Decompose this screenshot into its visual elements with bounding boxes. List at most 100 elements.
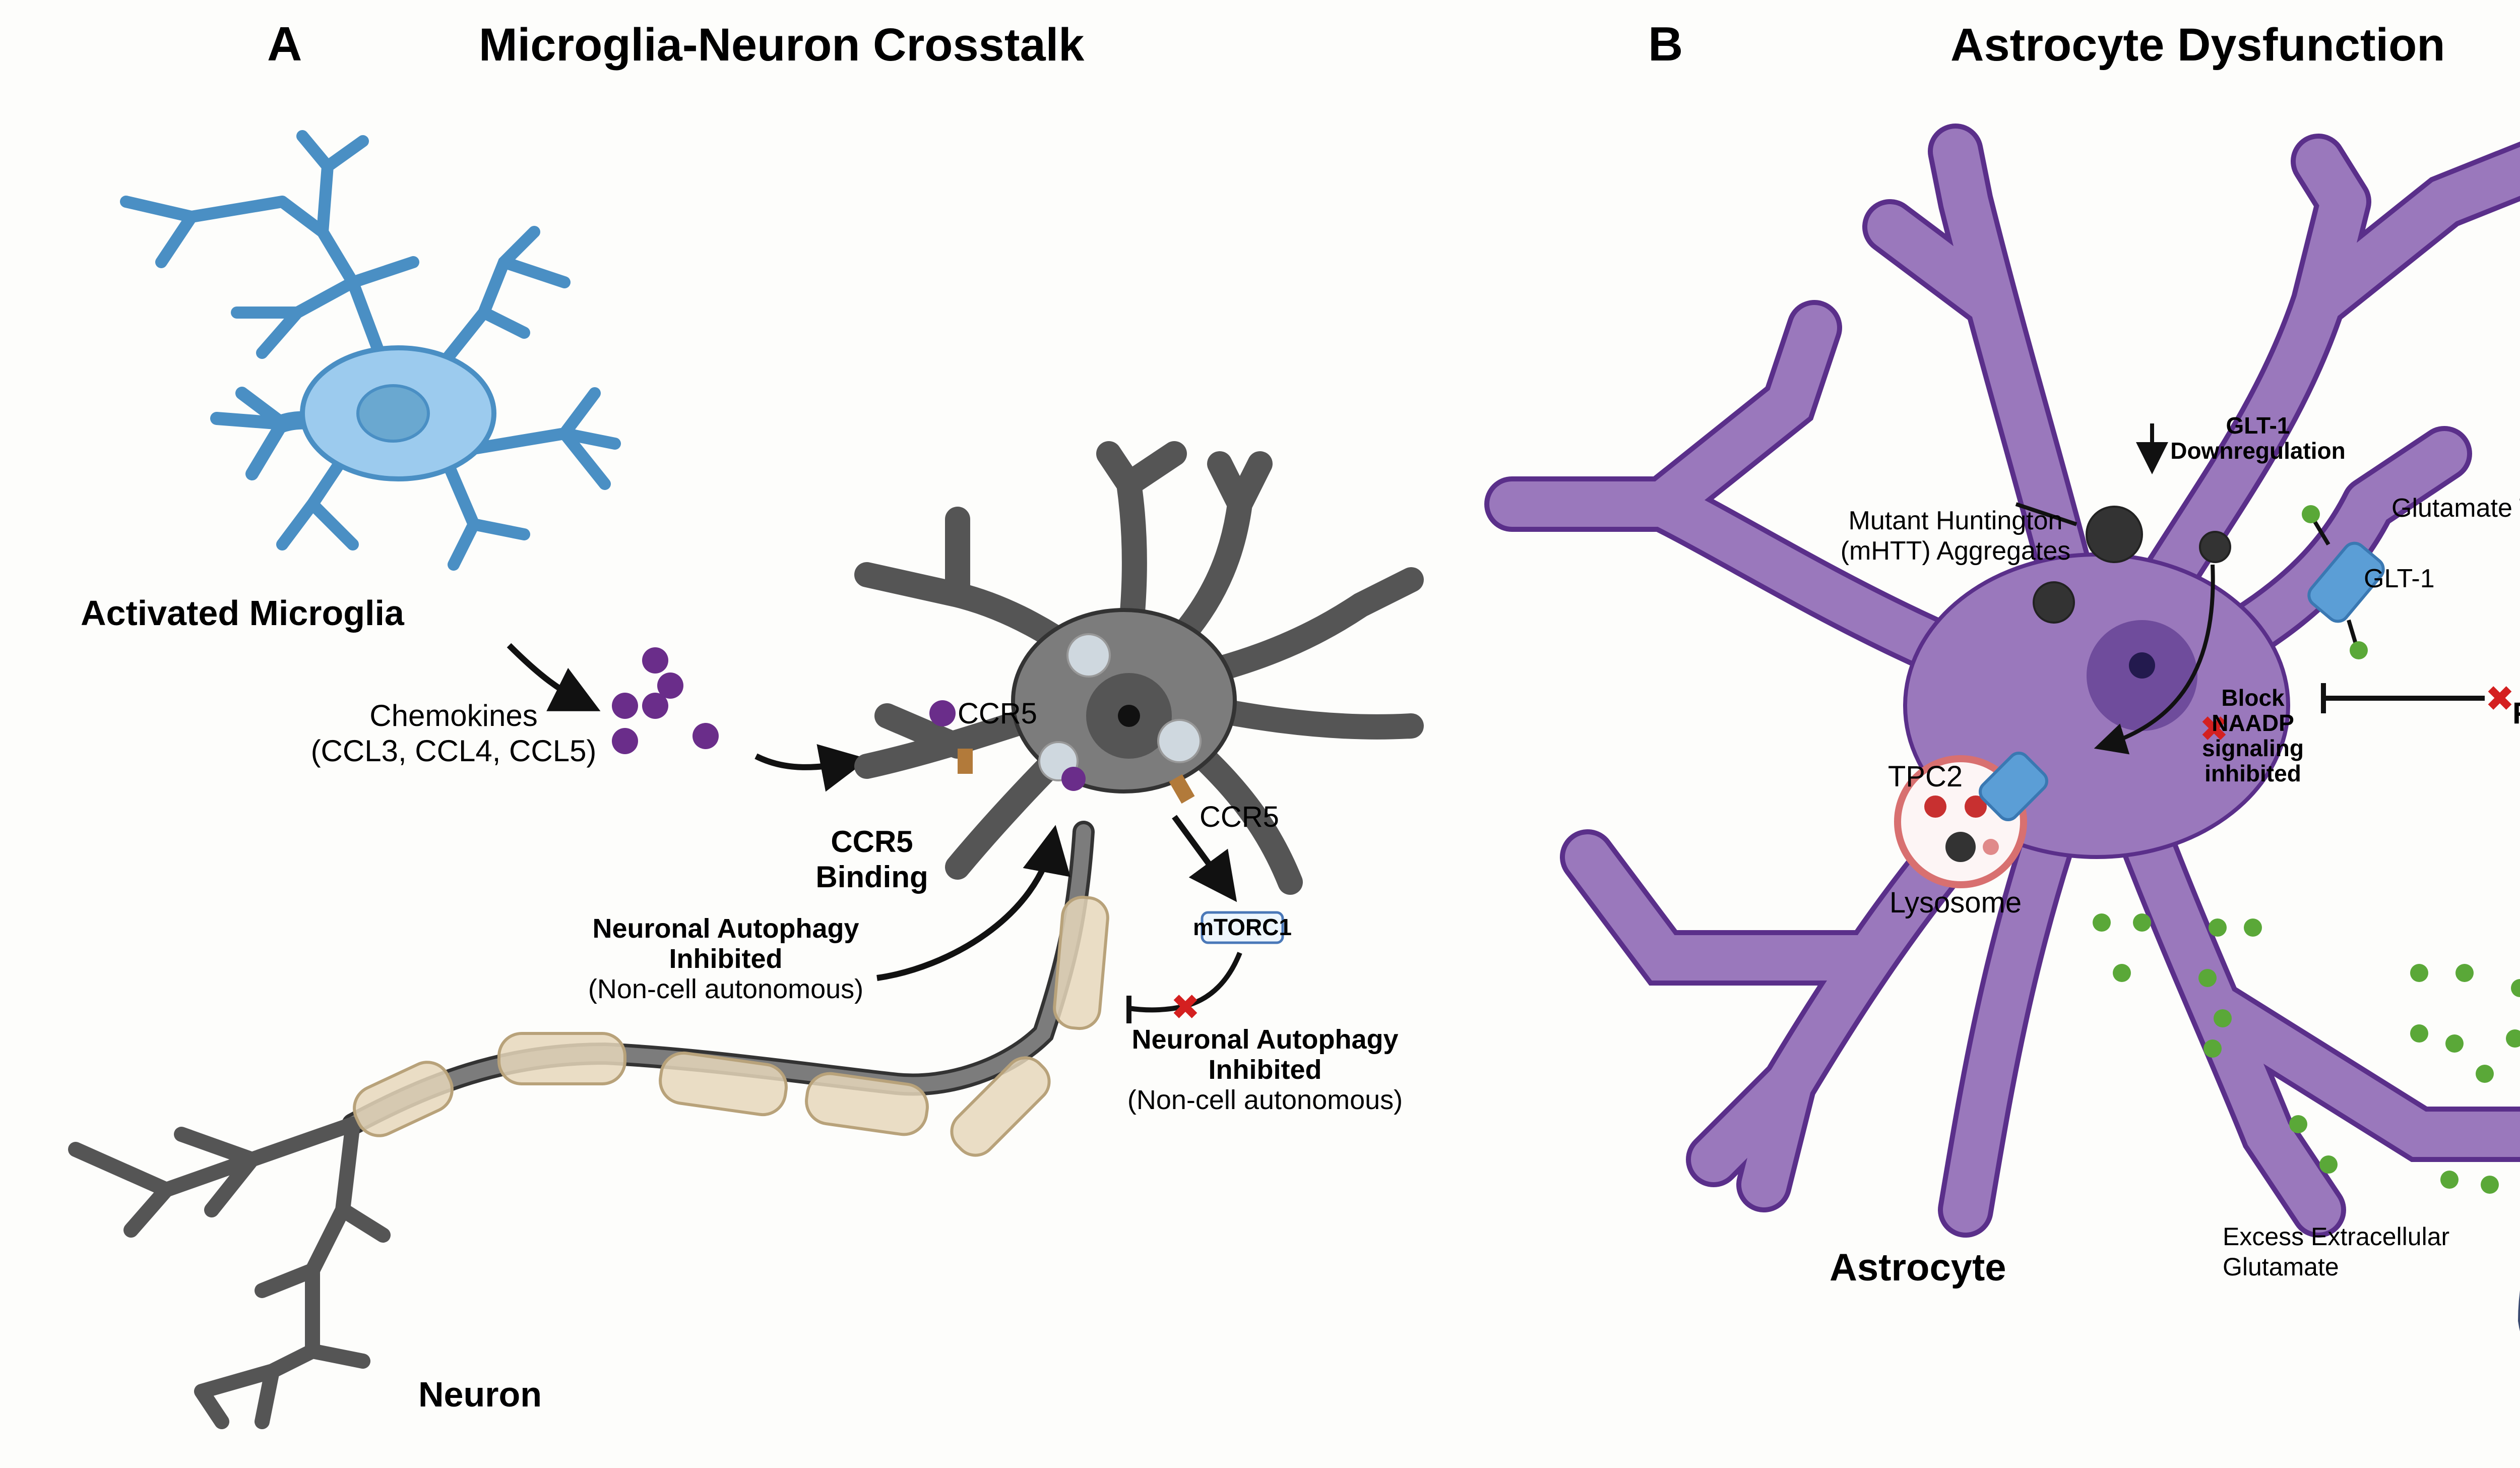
astrocyte-nucleolus [2129, 652, 2155, 679]
glutamate-icon [2289, 1115, 2307, 1133]
arrow-ccr5-to-mtorc1 [1172, 815, 1237, 902]
glutamate-icon [2350, 641, 2368, 659]
glutamate-icon [2209, 919, 2227, 937]
mhtt-aggregate-icon [1945, 832, 1976, 862]
inhibition-line [1128, 952, 1242, 1013]
neuron-nucleolus [1118, 705, 1140, 727]
enzyme-icon [1924, 796, 1946, 818]
mhtt-aggregate-icon [2086, 506, 2143, 563]
naadp-arrow [2094, 564, 2215, 755]
glt1-down-line1: GLT-1 [2226, 412, 2290, 439]
autophagosome [1066, 633, 1111, 678]
inhibited-right-line3: (Non-cell autonomous) [1127, 1085, 1403, 1115]
glutamate-transporters-label: Glutamate Transporters [2391, 494, 2520, 523]
ccr5-receptor-icon [958, 749, 973, 774]
glutamate-icon [2214, 1009, 2232, 1027]
glutamate-icon [2440, 1171, 2459, 1189]
excess-glutamate-line2: Glutamate [2223, 1253, 2339, 1281]
myelin-sheath [353, 1061, 454, 1137]
block-line1: Block [2221, 685, 2285, 711]
inhibit-x-icon: ✖ [2199, 708, 2229, 750]
mtorc1-label: mTORC1 [1193, 914, 1292, 940]
excess-glutamate-line1: Excess Extracellular [2223, 1222, 2449, 1251]
block-line2: NAADP [2212, 710, 2294, 736]
chemokine [612, 728, 638, 754]
glutamate-icon [2302, 505, 2320, 523]
glutamate-icon [2511, 979, 2520, 997]
myelin-sheath [950, 1056, 1051, 1157]
panel-a-title: Microglia-Neuron Crosstalk [479, 19, 1085, 71]
mhtt-label-line2: (mHTT) Aggregates [1841, 536, 2071, 566]
autophagy-line2: Flux Inhibited [2512, 696, 2520, 730]
enzyme-icon [1965, 796, 1987, 818]
myelin-sheath [805, 1072, 929, 1136]
glutamate-icon [2198, 969, 2217, 987]
panel-b-title: Astrocyte Dysfunction [1950, 19, 2445, 71]
chemokine-cluster [612, 647, 719, 754]
microglia-nucleus [356, 384, 430, 443]
glt1-label: GLT-1 [2364, 564, 2435, 593]
astrocyte-cell [1484, 124, 2520, 1238]
chemokine [642, 693, 668, 719]
inhibited-right-line1: Neuronal Autophagy [1131, 1024, 1398, 1055]
ccr5-binding-sublabel: Binding [815, 860, 928, 894]
glutamate-icon [2203, 1039, 2222, 1058]
myelin-sheaths [353, 895, 1109, 1157]
glutamate-icon [2133, 913, 2151, 932]
ccr5-receptor-icon [1169, 774, 1195, 804]
mhtt-aggregate-icon [2199, 531, 2231, 563]
myelin-sheath [497, 1032, 626, 1085]
ccr5-right-label: CCR5 [1200, 801, 1279, 833]
glutamate-cloud [2093, 913, 2520, 1194]
chemokine-bound [1061, 767, 1086, 791]
neuron-label: Neuron [418, 1375, 542, 1414]
chemokines-sublabel: (CCL3, CCL4, CCL5) [311, 734, 597, 768]
inhibited-right-line2: Inhibited [1209, 1055, 1322, 1085]
glt1-tether [2347, 619, 2358, 646]
glutamate-icon [2481, 1176, 2499, 1194]
ccr5-binding-label: CCR5 [831, 825, 913, 859]
glutamate-icon [2455, 964, 2474, 982]
inhibited-left-line1: Neuronal Autophagy [592, 913, 859, 944]
glutamate-icon [2506, 1029, 2520, 1048]
microglia-cell [120, 130, 621, 571]
glutamate-icon [2410, 1024, 2428, 1043]
inhibit-x-icon: ✖ [2485, 678, 2515, 719]
block-line3: signaling [2202, 735, 2304, 761]
inhibited-left-line2: Inhibited [669, 944, 783, 974]
glutamate-icon [2093, 913, 2111, 932]
arrow-chemokines-to-neuron [754, 744, 869, 792]
chemokine [642, 647, 668, 674]
tpc2-label: TPC2 [1888, 760, 1963, 793]
lysosome-label: Lysosome [1889, 886, 2022, 919]
tpc2-channel-icon [1979, 752, 2048, 821]
myelin-sheath [1053, 895, 1109, 1030]
panel-a: A Microglia-Neuron Crosstalk Activated M… [68, 17, 1424, 1429]
mhtt-pointer [2015, 502, 2077, 526]
myelin-sheath [659, 1051, 788, 1117]
panel-a-letter: A [267, 17, 302, 71]
chemokine [692, 723, 719, 749]
autophagosome [1157, 719, 1202, 763]
astrocyte-label: Astrocyte [1830, 1246, 2006, 1289]
chemokines-label: Chemokines [369, 699, 538, 732]
glt1-tether [2311, 518, 2330, 546]
glutamate-icon [2319, 1155, 2338, 1174]
microglia-label: Activated Microglia [81, 593, 405, 633]
chemokine [657, 672, 683, 699]
glutamate-icon [2244, 919, 2262, 937]
ccr5-upper-label: CCR5 [958, 697, 1037, 730]
inhibit-x-icon: ✖ [1171, 987, 1201, 1028]
glt1-down-line2: Downregulation [2170, 438, 2346, 464]
arrow-microglia-to-chemokines [507, 643, 601, 711]
glutamate-icon [2410, 964, 2428, 982]
mhtt-label-line1: Mutant Huntington [1849, 506, 2063, 535]
panel-b: B Astrocyte Dysfunction [1484, 17, 2520, 1332]
glutamate-icon [2113, 964, 2131, 982]
glt1-transporter-icon [2307, 541, 2385, 623]
chemokine-bound [929, 700, 956, 726]
mhtt-aggregates [2033, 506, 2231, 624]
arrow-to-neuron [876, 825, 1070, 981]
block-line4: inhibited [2204, 760, 2301, 786]
